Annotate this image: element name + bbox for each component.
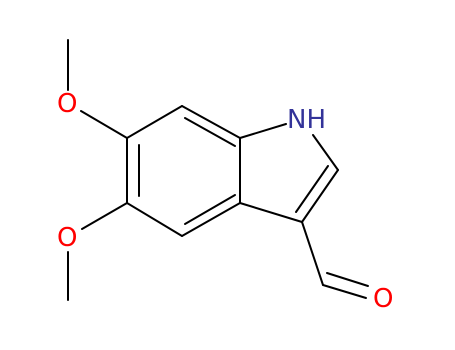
bond-c7-c7a-inner	[184, 117, 236, 147]
bond-c3-c3a	[239, 202, 303, 223]
bond-c6-c7	[126, 105, 183, 139]
bond-c2-c3	[301, 169, 339, 223]
bond-c7a-n1	[239, 123, 287, 139]
atom-oxygen-top: O	[57, 89, 77, 119]
bond-c2-c3-inner	[295, 165, 329, 213]
bond-otop-c6	[80, 110, 128, 139]
bond-cho-o-double	[326, 272, 369, 287]
bond-c7-c7a	[181, 105, 241, 139]
bond-c3a-c4	[181, 202, 241, 237]
bond-c3a-c4-inner	[184, 194, 236, 225]
bond-c5-obottom	[81, 202, 128, 230]
bond-n1-c2	[312, 134, 339, 171]
atom-oxygen-aldehyde: O	[373, 284, 393, 314]
bond-c4-c5	[126, 202, 183, 237]
bond-cho-o	[322, 284, 367, 299]
atom-oxygen-bottom: O	[57, 223, 77, 253]
atom-nitrogen-nh: NH	[287, 105, 326, 135]
bond-c3-cho	[301, 221, 324, 286]
